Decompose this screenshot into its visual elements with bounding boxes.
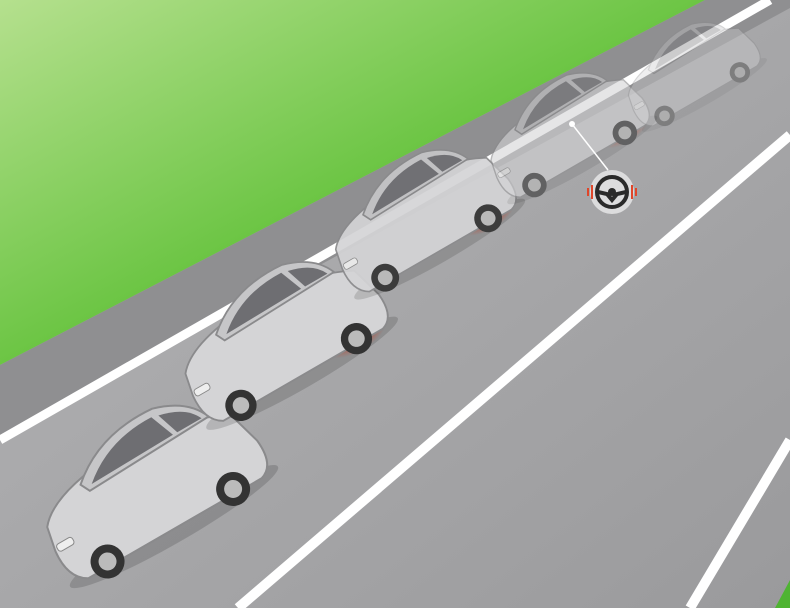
vehicle [490, 72, 658, 205]
grass-corner [775, 580, 790, 608]
lane-edge-line-right [685, 437, 790, 608]
lane-divider-line [234, 131, 790, 608]
pointer-dot [569, 121, 575, 127]
vehicle-sequence [46, 21, 767, 589]
vehicle [184, 261, 398, 430]
pointer-line [571, 123, 609, 171]
vehicle [46, 404, 279, 589]
vehicle [627, 21, 767, 132]
vehicle [334, 149, 526, 300]
steering-wheel-vibration-icon [587, 170, 637, 214]
